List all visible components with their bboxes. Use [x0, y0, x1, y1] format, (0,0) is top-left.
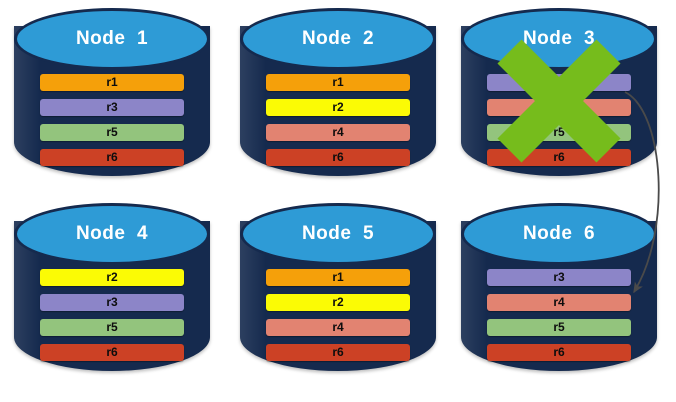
record-bar: r2	[266, 99, 410, 116]
record-bar: r5	[487, 319, 631, 336]
node-2[interactable]: Node 2 r1 r2 r4 r6	[240, 8, 436, 193]
node-4-cylinder-top	[14, 203, 210, 265]
record-bar: r5	[40, 319, 184, 336]
record-bar: r3	[487, 269, 631, 286]
record-bar: r3	[487, 74, 631, 91]
record-bar: r6	[266, 344, 410, 361]
node-6-records: r3 r4 r5 r6	[487, 269, 631, 361]
record-bar: r3	[40, 294, 184, 311]
record-bar: r4	[266, 124, 410, 141]
node-3-label: Node 3	[522, 28, 596, 49]
record-bar: r6	[487, 149, 631, 166]
node-6-label: Node 6	[522, 223, 596, 244]
node-4-label: Node 4	[75, 223, 149, 244]
node-5-records: r1 r2 r4 r6	[266, 269, 410, 361]
record-bar: r6	[487, 344, 631, 361]
record-bar: r1	[40, 74, 184, 91]
record-bar: r6	[266, 149, 410, 166]
node-5[interactable]: Node 5 r1 r2 r4 r6	[240, 203, 436, 388]
record-bar: r2	[40, 269, 184, 286]
node-1-records: r1 r3 r5 r6	[40, 74, 184, 166]
node-5-label: Node 5	[301, 223, 375, 244]
record-bar: r4	[487, 99, 631, 116]
record-bar: r5	[40, 124, 184, 141]
record-bar: r1	[266, 74, 410, 91]
record-bar: r2	[266, 294, 410, 311]
node-2-records: r1 r2 r4 r6	[266, 74, 410, 166]
record-bar: r6	[40, 149, 184, 166]
node-6[interactable]: Node 6 r3 r4 r5 r6	[461, 203, 657, 388]
node-3[interactable]: Node 3 r3 r4 r5 r6	[461, 8, 657, 193]
node-4[interactable]: Node 4 r2 r3 r5 r6	[14, 203, 210, 388]
record-bar: r6	[40, 344, 184, 361]
node-1[interactable]: Node 1 r1 r3 r5 r6	[14, 8, 210, 193]
record-bar: r4	[266, 319, 410, 336]
record-bar: r5	[487, 124, 631, 141]
node-2-label: Node 2	[301, 28, 375, 49]
node-5-cylinder-top	[240, 203, 436, 265]
record-bar: r4	[487, 294, 631, 311]
node-2-cylinder-top	[240, 8, 436, 70]
record-bar: r3	[40, 99, 184, 116]
node-1-label: Node 1	[75, 28, 149, 49]
node-1-cylinder-top	[14, 8, 210, 70]
node-4-records: r2 r3 r5 r6	[40, 269, 184, 361]
record-bar: r1	[266, 269, 410, 286]
node-3-records: r3 r4 r5 r6	[487, 74, 631, 166]
